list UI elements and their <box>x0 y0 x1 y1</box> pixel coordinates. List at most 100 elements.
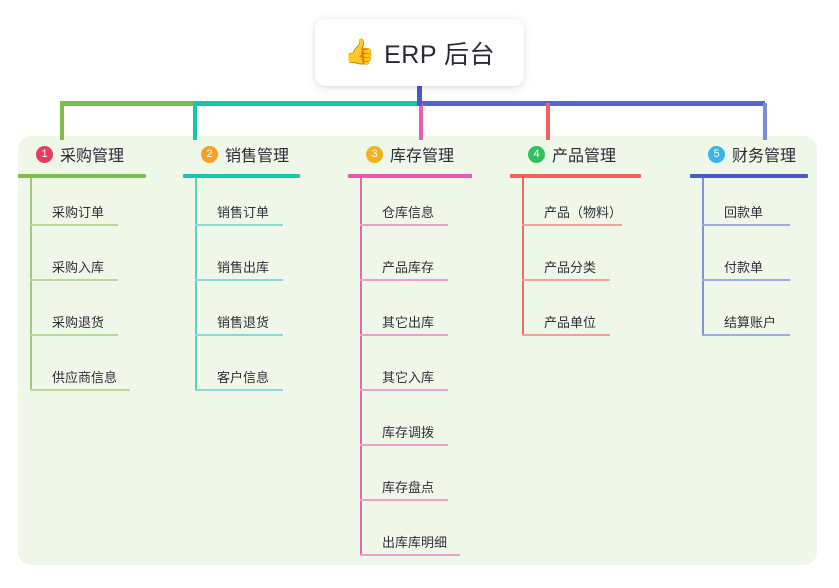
item-settlement-account[interactable]: 结算账户 <box>690 288 808 343</box>
item-product-category-label: 产品分类 <box>544 260 597 275</box>
item-payment-note-rule <box>702 279 790 281</box>
item-supplier-info-rule <box>30 389 130 391</box>
item-customer-info-rule <box>195 389 283 391</box>
column-product-header[interactable]: 4 产品管理 <box>510 136 641 172</box>
column-inventory-badge: 3 <box>366 145 383 163</box>
item-stock-transfer[interactable]: 库存调拨 <box>348 398 472 453</box>
column-sales-spine <box>195 178 197 391</box>
item-sales-order-rule <box>195 224 283 226</box>
column-inventory-items: 仓库信息产品库存其它出库其它入库库存调拨库存盘点出库库明细 <box>348 178 472 563</box>
item-customer-info[interactable]: 客户信息 <box>183 343 300 398</box>
column-product-rule <box>510 174 641 178</box>
item-product-unit-label: 产品单位 <box>544 315 597 330</box>
item-sales-outbound[interactable]: 销售出库 <box>183 233 300 288</box>
item-purchase-order-rule <box>30 224 118 226</box>
item-payment-note[interactable]: 付款单 <box>690 233 808 288</box>
item-other-inbound-rule <box>360 389 448 391</box>
item-sales-return-rule <box>195 334 283 336</box>
item-sales-return-label: 销售退货 <box>217 315 270 330</box>
item-stock-transfer-rule <box>360 444 448 446</box>
item-product-material[interactable]: 产品（物料） <box>510 178 641 233</box>
item-sales-order[interactable]: 销售订单 <box>183 178 300 233</box>
item-warehouse-info[interactable]: 仓库信息 <box>348 178 472 233</box>
column-inventory-spine <box>360 178 362 556</box>
item-sales-outbound-label: 销售出库 <box>217 260 270 275</box>
column-inventory: 3 库存管理仓库信息产品库存其它出库其它入库库存调拨库存盘点出库库明细 <box>348 136 472 563</box>
column-purchasing-items: 采购订单采购入库采购退货供应商信息 <box>18 178 146 398</box>
item-other-outbound-rule <box>360 334 448 336</box>
drop-finance <box>763 103 767 140</box>
column-purchasing-rule <box>18 174 146 178</box>
column-sales-header[interactable]: 2 销售管理 <box>183 136 300 172</box>
item-product-unit-rule <box>522 334 610 336</box>
column-product: 4 产品管理产品（物料） 产品分类产品单位 <box>510 136 641 343</box>
item-outbound-detail[interactable]: 出库库明细 <box>348 508 472 563</box>
item-purchase-order-label: 采购订单 <box>52 205 105 220</box>
item-customer-info-label: 客户信息 <box>217 370 270 385</box>
column-finance-items: 回款单付款单结算账户 <box>690 178 808 343</box>
column-sales-title: 销售管理 <box>225 148 290 165</box>
column-product-badge: 4 <box>528 145 545 163</box>
column-inventory-header[interactable]: 3 库存管理 <box>348 136 472 172</box>
item-other-inbound-label: 其它入库 <box>382 370 435 385</box>
column-purchasing-spine <box>30 178 32 391</box>
item-product-stock-label: 产品库存 <box>382 260 435 275</box>
drop-purchasing <box>60 103 64 140</box>
root-title-card: 👍 ERP 后台 <box>315 19 524 86</box>
bus-segment-blue <box>418 101 765 106</box>
item-warehouse-info-rule <box>360 224 448 226</box>
page-title: ERP 后台 <box>384 40 496 69</box>
item-other-outbound[interactable]: 其它出库 <box>348 288 472 343</box>
item-settlement-account-rule <box>702 334 790 336</box>
item-purchase-inbound-rule <box>30 279 118 281</box>
item-other-outbound-label: 其它出库 <box>382 315 435 330</box>
column-sales-rule <box>183 174 300 178</box>
item-product-category[interactable]: 产品分类 <box>510 233 641 288</box>
item-other-inbound[interactable]: 其它入库 <box>348 343 472 398</box>
column-finance-badge: 5 <box>708 145 725 163</box>
column-sales-badge: 2 <box>201 145 218 163</box>
item-product-stock[interactable]: 产品库存 <box>348 233 472 288</box>
item-payment-note-label: 付款单 <box>724 260 764 275</box>
item-settlement-account-label: 结算账户 <box>724 315 777 330</box>
item-product-material-label: 产品（物料） <box>544 205 623 220</box>
item-stock-transfer-label: 库存调拨 <box>382 425 435 440</box>
item-purchase-order[interactable]: 采购订单 <box>18 178 146 233</box>
item-outbound-detail-label: 出库库明细 <box>382 535 448 550</box>
item-receipt-note[interactable]: 回款单 <box>690 178 808 233</box>
item-product-material-rule <box>522 224 622 226</box>
thumbs-up-icon: 👍 <box>343 38 376 66</box>
column-product-title: 产品管理 <box>552 148 617 165</box>
item-outbound-detail-rule <box>360 554 460 556</box>
bus-segment-teal <box>193 101 420 106</box>
column-finance-rule <box>690 174 808 178</box>
column-sales: 2 销售管理销售订单销售出库销售退货客户信息 <box>183 136 300 398</box>
item-sales-return[interactable]: 销售退货 <box>183 288 300 343</box>
item-stock-count-label: 库存盘点 <box>382 480 435 495</box>
bus-segment-green <box>60 101 195 106</box>
item-purchase-return[interactable]: 采购退货 <box>18 288 146 343</box>
item-supplier-info[interactable]: 供应商信息 <box>18 343 146 398</box>
column-product-items: 产品（物料） 产品分类产品单位 <box>510 178 641 343</box>
column-product-spine <box>522 178 524 336</box>
root-title-inner: 👍 ERP 后台 <box>344 35 495 71</box>
item-warehouse-info-label: 仓库信息 <box>382 205 435 220</box>
trunk-vertical-line <box>417 86 422 106</box>
column-inventory-title: 库存管理 <box>390 148 455 165</box>
item-sales-outbound-rule <box>195 279 283 281</box>
column-purchasing-title: 采购管理 <box>60 148 125 165</box>
item-stock-count[interactable]: 库存盘点 <box>348 453 472 508</box>
item-purchase-inbound-label: 采购入库 <box>52 260 105 275</box>
item-product-unit[interactable]: 产品单位 <box>510 288 641 343</box>
item-purchase-inbound[interactable]: 采购入库 <box>18 233 146 288</box>
item-receipt-note-label: 回款单 <box>724 205 764 220</box>
item-supplier-info-label: 供应商信息 <box>52 370 118 385</box>
item-sales-order-label: 销售订单 <box>217 205 270 220</box>
item-stock-count-rule <box>360 499 448 501</box>
